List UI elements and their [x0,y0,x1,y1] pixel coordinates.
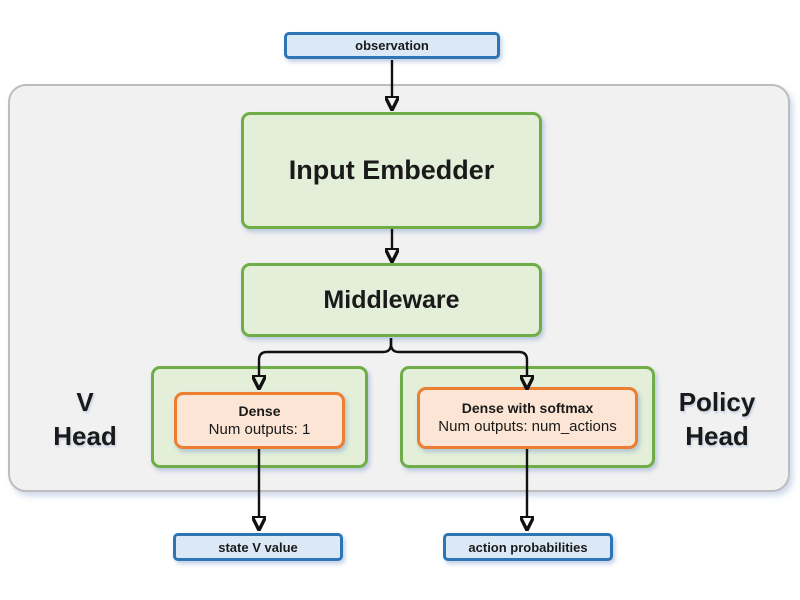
policy-head-label: Policy Head [657,385,777,453]
dense-softmax-subtitle: Num outputs: num_actions [438,418,617,436]
policy-head-label-line1: Policy [678,387,756,417]
dense-node: Dense Num outputs: 1 [174,392,345,449]
input-embedder-node: Input Embedder [241,112,542,229]
v-head-label-line1: V [76,387,94,417]
dense-subtitle: Num outputs: 1 [208,420,311,438]
observation-node: observation [284,32,500,59]
dense-title: Dense [238,402,281,419]
v-head-label-line2: Head [53,421,117,451]
dense-softmax-title: Dense with softmax [461,400,594,417]
dense-softmax-node: Dense with softmax Num outputs: num_acti… [417,387,638,449]
policy-head-label-line2: Head [685,421,749,451]
middleware-node: Middleware [241,263,542,337]
state-v-value-node: state V value [173,533,343,561]
v-head-label: V Head [25,385,145,453]
action-probabilities-node: action probabilities [443,533,613,561]
